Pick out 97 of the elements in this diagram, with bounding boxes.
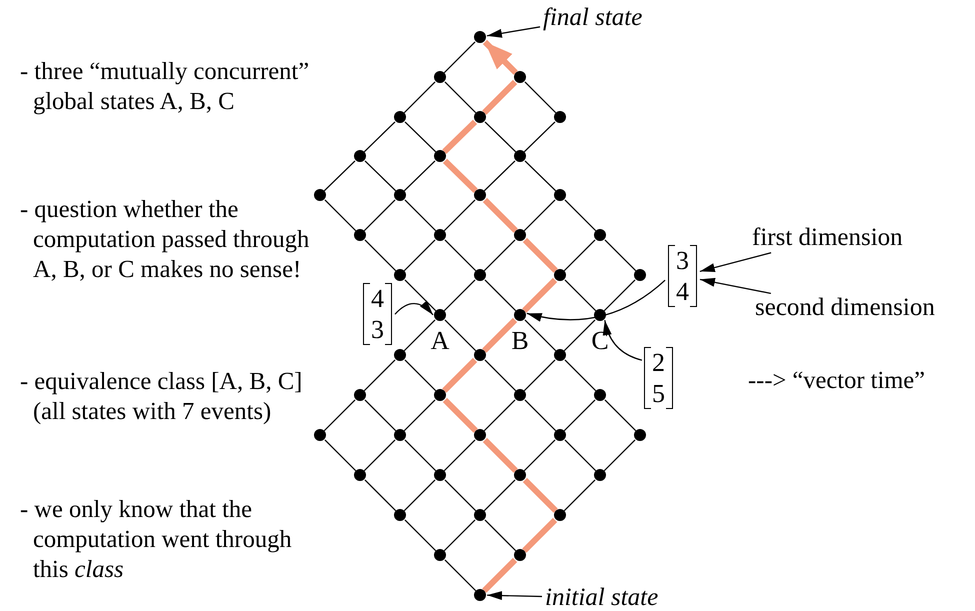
lattice-line	[604, 240, 636, 272]
lattice-line	[524, 160, 556, 192]
note-text: ---> “vector time”	[748, 366, 926, 396]
path-segment	[522, 518, 558, 553]
lattice-line	[324, 440, 356, 472]
lattice-line	[524, 82, 556, 114]
leader-arrow	[700, 278, 772, 294]
lattice-line	[604, 280, 636, 312]
leader-arrow	[486, 26, 540, 38]
lattice-line	[524, 400, 556, 432]
lattice-line	[524, 121, 556, 152]
lattice-line	[364, 121, 396, 152]
lattice-line	[444, 520, 476, 552]
lattice-line	[444, 280, 476, 312]
path-segment	[522, 478, 558, 513]
lattice-line	[404, 240, 436, 272]
lattice-line	[604, 440, 636, 472]
lattice-line	[484, 121, 516, 152]
lattice-line	[484, 480, 516, 512]
state-caption: initial state	[545, 584, 658, 611]
path-segment	[442, 358, 478, 393]
leader-arrow	[526, 280, 666, 322]
lattice-line	[564, 320, 596, 352]
column-vector: 4 3	[363, 283, 392, 345]
lattice-line	[364, 480, 396, 512]
state-label: B	[511, 327, 529, 355]
state-caption: final state	[543, 4, 642, 32]
lattice-line	[484, 160, 516, 192]
lattice-line	[444, 240, 476, 272]
leader-arrow	[700, 252, 772, 272]
lattice-line	[444, 82, 476, 114]
lattice-line	[564, 480, 596, 512]
lattice-line	[364, 200, 396, 232]
column-vector: 3 4	[668, 245, 697, 307]
state-label: A	[430, 327, 450, 355]
leader-arrow	[486, 591, 542, 600]
lattice-line	[564, 240, 596, 272]
lattice-line	[404, 480, 436, 512]
path-arrow	[482, 40, 518, 75]
lattice-line	[524, 440, 556, 472]
path-segment	[442, 120, 478, 154]
bullet-note: - equivalence class [A, B, C] (all states with 7 events)	[20, 367, 304, 427]
path-segment	[482, 198, 518, 233]
lattice-line	[404, 280, 436, 312]
lattice-line	[404, 440, 436, 472]
leader-arrow	[394, 300, 434, 316]
lattice-line	[364, 160, 396, 192]
bullet-note: - question whether the computation passed through A, B, or C makes no sense!	[20, 195, 310, 285]
path-segment	[482, 438, 518, 473]
lattice-line	[404, 520, 436, 552]
path-segment	[482, 558, 518, 593]
column-vector: 2 5	[644, 347, 673, 409]
bullet-note: - three “mutually concurrent” global states A, B, C	[20, 57, 310, 117]
lattice-line	[564, 440, 596, 472]
leader-arrow	[603, 320, 642, 361]
lattice-line	[444, 42, 476, 74]
lattice-line	[484, 360, 516, 392]
path-segment	[442, 398, 478, 433]
lattice-line	[404, 82, 436, 114]
annotation-text: second dimension	[755, 294, 935, 322]
lattice-line	[324, 200, 356, 232]
path-segment	[522, 278, 558, 313]
lattice-line	[364, 360, 396, 392]
annotation-text: first dimension	[752, 224, 903, 252]
lattice-line	[444, 480, 476, 512]
lattice-line	[404, 200, 436, 232]
lattice-line	[604, 400, 636, 432]
lattice-line	[364, 440, 396, 472]
path-segment	[482, 318, 518, 353]
path-segment	[482, 80, 518, 115]
lattice-line	[324, 160, 356, 192]
lattice-line	[364, 240, 396, 272]
bullet-note: - we only know that the computation went through this class	[20, 495, 293, 585]
lattice-line	[404, 400, 436, 432]
lattice-line	[524, 360, 556, 392]
lattice-line	[404, 320, 436, 352]
lattice-line	[564, 360, 596, 392]
lattice-line	[484, 400, 516, 432]
lattice-line	[524, 200, 556, 232]
lattice-line	[324, 400, 356, 432]
lattice-line	[364, 400, 396, 432]
lattice-line	[444, 200, 476, 232]
lattice-line	[564, 200, 596, 232]
path-segment	[442, 158, 478, 193]
lattice-line	[404, 121, 436, 152]
path-segment	[522, 238, 558, 273]
lattice-line	[484, 520, 516, 552]
lattice-line	[444, 560, 476, 592]
lattice-line	[444, 440, 476, 472]
lattice-line	[484, 240, 516, 272]
lattice-line	[564, 280, 596, 312]
lattice-line	[404, 360, 436, 392]
lattice-line	[524, 320, 556, 352]
lattice-line	[564, 400, 596, 432]
lattice-line	[404, 160, 436, 192]
lattice-line	[444, 320, 476, 352]
lattice-line	[484, 280, 516, 312]
